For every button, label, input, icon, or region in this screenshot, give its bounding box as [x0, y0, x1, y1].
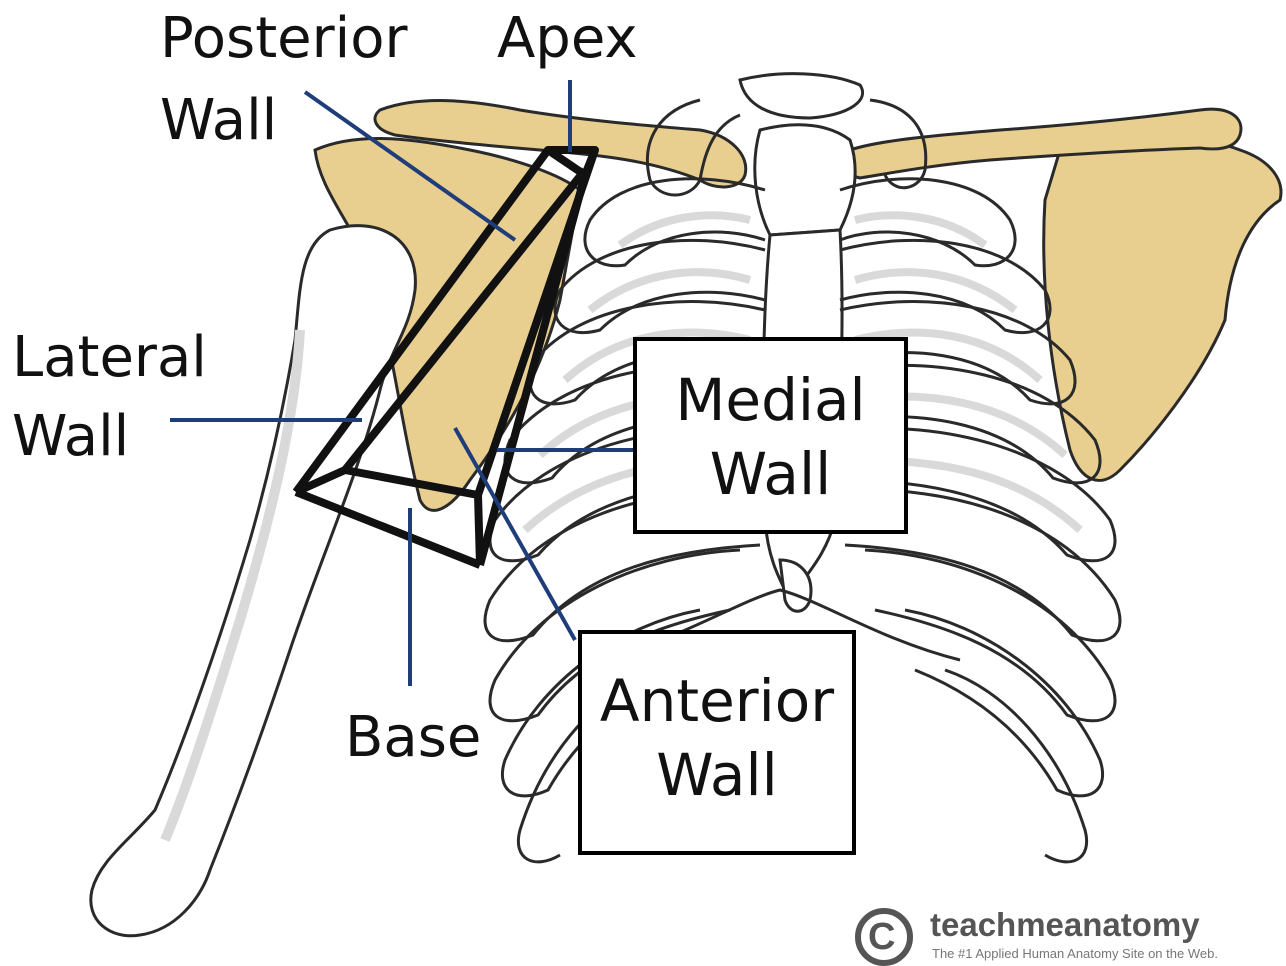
label-anterior-wall-box: Anterior Wall — [578, 630, 856, 855]
label-posterior-wall-line1: Posterior — [160, 6, 408, 72]
label-apex: Apex — [497, 6, 637, 72]
watermark-brand: teachmeanatomy — [930, 905, 1200, 945]
label-base: Base — [345, 705, 481, 771]
label-medial-wall-line2: Wall — [637, 437, 904, 511]
label-posterior-wall-line2: Wall — [160, 88, 277, 154]
label-anterior-wall-line1: Anterior — [582, 664, 852, 738]
label-anterior-wall-line2: Wall — [582, 738, 852, 812]
label-medial-wall-box: Medial Wall — [633, 337, 908, 534]
label-lateral-wall-line2: Wall — [12, 404, 129, 470]
label-lateral-wall-line1: Lateral — [12, 325, 207, 391]
watermark-tagline: The #1 Applied Human Anatomy Site on the… — [932, 946, 1218, 962]
vertebra — [740, 74, 863, 118]
manubrium — [755, 125, 855, 235]
right-scapula — [1044, 138, 1281, 480]
label-medial-wall-line1: Medial — [637, 363, 904, 437]
watermark-logo-letter: C — [868, 914, 895, 960]
